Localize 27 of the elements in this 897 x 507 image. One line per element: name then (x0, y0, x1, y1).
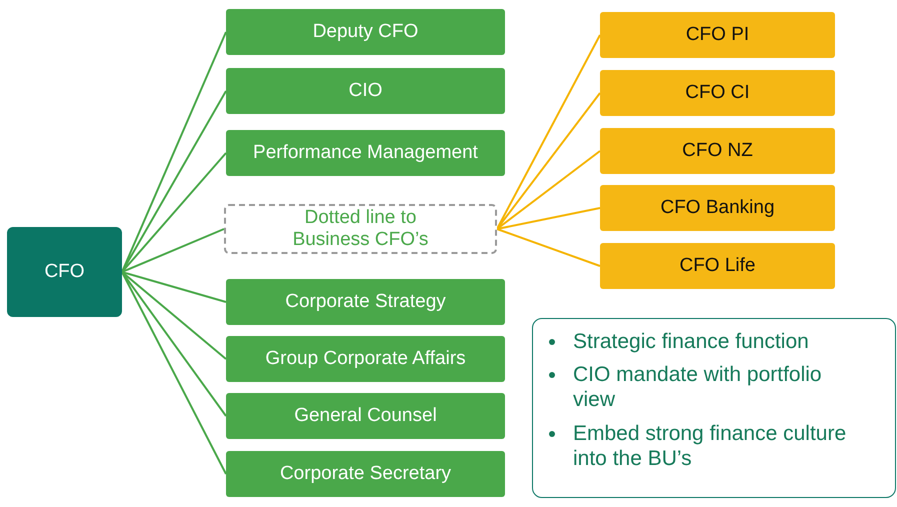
role-box: Corporate Secretary (226, 451, 505, 497)
role-box: CIO (226, 68, 505, 114)
role-box: Performance Management (226, 130, 505, 176)
note-box (532, 318, 896, 498)
connector-line (122, 271, 226, 303)
role-box: CFO PI (600, 12, 835, 58)
role-box: CFO CI (600, 70, 835, 116)
bullet-text: Strategic finance function (573, 330, 809, 353)
connector-line (121, 271, 227, 360)
role-box: Corporate Strategy (226, 279, 505, 325)
role-box: CFO Life (600, 243, 835, 289)
connector-line (122, 228, 224, 273)
role-box: CFO NZ (600, 128, 835, 174)
bullet-text: CIO mandate with portfolio view (573, 363, 822, 412)
connector-line (496, 34, 601, 230)
connector-line (496, 207, 600, 230)
role-box: Deputy CFO (226, 9, 505, 55)
bullet-text: Embed strong finance culture into the BU’s (573, 422, 846, 470)
connector-line (496, 228, 600, 267)
connector-line (121, 90, 227, 272)
connector-line (121, 152, 227, 273)
role-box: Group Corporate Affairs (226, 336, 505, 382)
root-box: CFO (7, 227, 122, 317)
role-box: General Counsel (226, 393, 505, 439)
connector-line (121, 272, 227, 474)
role-box: CFO Banking (600, 185, 835, 231)
dashed-box: Dotted line to Business CFO’s (224, 204, 497, 254)
